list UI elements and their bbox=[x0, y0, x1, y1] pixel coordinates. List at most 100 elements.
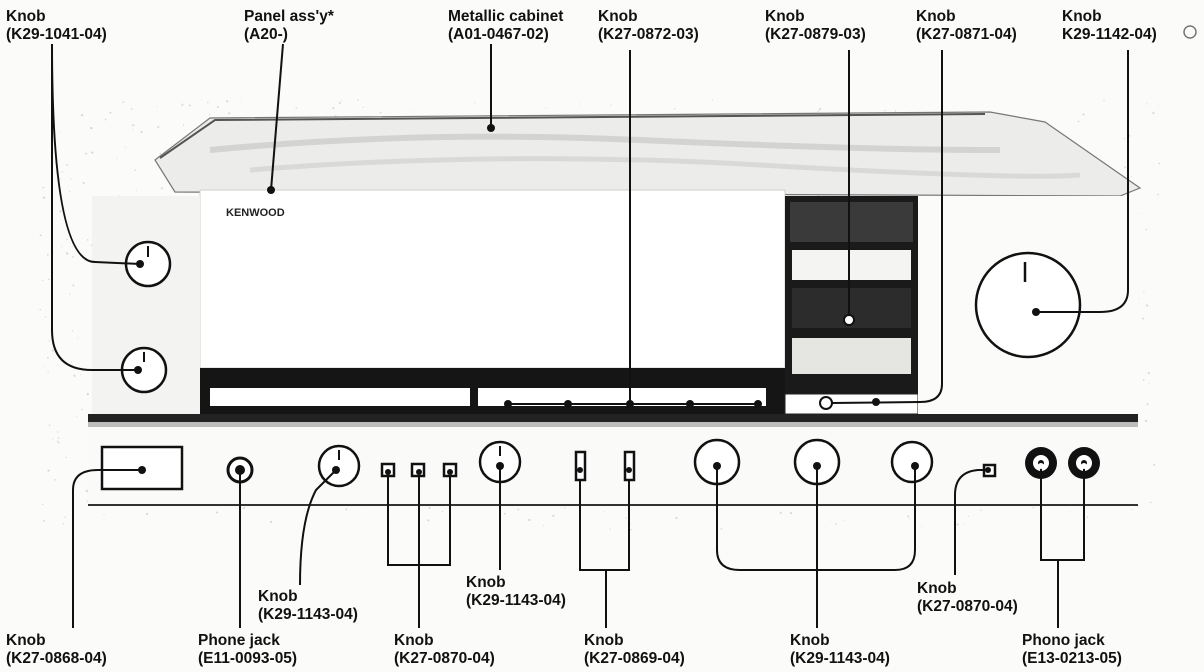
speckle-dot bbox=[884, 109, 886, 112]
speckle-dot bbox=[610, 524, 611, 526]
speckle-dot bbox=[70, 178, 72, 180]
speckle-dot bbox=[1032, 506, 1035, 509]
speckle-dot bbox=[1152, 112, 1155, 115]
speckle-dot bbox=[1069, 511, 1071, 513]
speckle-dot bbox=[134, 169, 136, 171]
speckle-dot bbox=[1146, 103, 1148, 105]
speckle-dot bbox=[103, 514, 105, 516]
speckle-dot bbox=[72, 284, 75, 287]
speckle-dot bbox=[159, 152, 162, 155]
speckle-dot bbox=[1157, 193, 1159, 196]
speckle-dot bbox=[73, 374, 76, 377]
speckle-dot bbox=[441, 511, 444, 513]
speckle-dot bbox=[1123, 137, 1126, 140]
speckle-dot bbox=[85, 489, 88, 493]
speckle-dot bbox=[1144, 419, 1148, 423]
speckle-dot bbox=[1145, 228, 1148, 231]
speckle-dot bbox=[71, 330, 74, 332]
callout-knob-power: Knob (K27-0868-04) bbox=[6, 632, 107, 668]
speckle-dot bbox=[86, 239, 89, 241]
speckle-dot bbox=[181, 103, 184, 106]
speckle-dot bbox=[47, 371, 49, 373]
callout-part: (K29-1143-04) bbox=[466, 592, 566, 609]
speckle-dot bbox=[1132, 509, 1133, 511]
speckle-dot bbox=[57, 437, 60, 439]
speckle-dot bbox=[625, 517, 627, 519]
speckle-dot bbox=[91, 151, 94, 154]
speckle-dot bbox=[1147, 372, 1150, 375]
speckle-dot bbox=[1148, 382, 1150, 384]
speckle-dot bbox=[132, 124, 135, 127]
speckle-dot bbox=[603, 510, 605, 513]
speckle-dot bbox=[52, 438, 54, 440]
speckle-dot bbox=[59, 210, 62, 213]
speckle-dot bbox=[116, 158, 118, 160]
front-panel bbox=[88, 189, 1138, 507]
speckle-dot bbox=[65, 456, 67, 459]
volume-knob-3c bbox=[890, 440, 934, 484]
callout-part: (K29-1041-04) bbox=[6, 26, 107, 43]
speckle-dot bbox=[545, 107, 547, 109]
speckle-dot bbox=[80, 114, 84, 117]
speckle-dot bbox=[1141, 213, 1143, 215]
callout-knob-buttons-2: Knob (K27-0869-04) bbox=[584, 632, 685, 668]
callout-knob-volume-3: Knob (K29-1143-04) bbox=[790, 632, 890, 668]
speckle-dot bbox=[76, 415, 78, 418]
speckle-dot bbox=[46, 253, 49, 256]
speckle-dot bbox=[85, 152, 88, 155]
speckle-dot bbox=[146, 512, 149, 515]
callout-name: Knob bbox=[6, 8, 46, 25]
callout-name: Knob bbox=[394, 632, 434, 649]
speckle-dot bbox=[72, 255, 74, 258]
speckle-dot bbox=[1103, 100, 1105, 102]
speckle-dot bbox=[1158, 162, 1161, 165]
speckle-dot bbox=[81, 408, 83, 411]
speckle-dot bbox=[1143, 291, 1145, 293]
callout-knob-button-right: Knob (K27-0870-04) bbox=[917, 580, 1018, 616]
speckle-dot bbox=[57, 441, 60, 444]
speckle-dot bbox=[675, 516, 678, 519]
speckle-dot bbox=[80, 374, 81, 376]
speckle-dot bbox=[209, 113, 211, 116]
speckle-dot bbox=[59, 177, 61, 180]
speckle-dot bbox=[86, 392, 89, 396]
callout-cabinet: Metallic cabinet (A01-0467-02) bbox=[448, 8, 563, 44]
speckle-dot bbox=[609, 528, 611, 530]
callout-knob-left-upper: Knob (K29-1041-04) bbox=[6, 8, 107, 44]
speckle-dot bbox=[720, 528, 723, 530]
speckle-dot bbox=[379, 111, 382, 114]
speckle-dot bbox=[39, 234, 42, 237]
speckle-dot bbox=[552, 514, 555, 517]
speckle-dot bbox=[124, 146, 126, 148]
callout-phone-jack: Phone jack (E11-0093-05) bbox=[198, 632, 297, 668]
speckle-dot bbox=[47, 356, 49, 359]
speckle-dot bbox=[963, 522, 965, 524]
speckle-dot bbox=[357, 99, 359, 101]
callout-name: Phone jack bbox=[198, 632, 280, 649]
speckle-dot bbox=[130, 108, 133, 110]
speckle-dot bbox=[207, 101, 209, 104]
callout-name: Knob bbox=[598, 8, 638, 25]
callout-knob-small-right: Knob (K27-0871-04) bbox=[916, 8, 1017, 44]
speckle-dot bbox=[830, 520, 831, 522]
speckle-dot bbox=[44, 316, 47, 318]
speckle-dot bbox=[86, 500, 89, 502]
leader-dots bbox=[134, 124, 1087, 475]
speckle-dot bbox=[66, 238, 68, 240]
speckle-dot bbox=[610, 104, 612, 106]
speckle-dot bbox=[242, 506, 246, 510]
callout-name: Knob bbox=[6, 632, 46, 649]
speckle-dot bbox=[968, 515, 970, 518]
speckle-dot bbox=[240, 100, 242, 102]
speckle-dot bbox=[1142, 379, 1145, 381]
speckle-dot bbox=[216, 105, 219, 109]
metallic-cabinet bbox=[154, 111, 1142, 197]
speckle-dot bbox=[90, 126, 93, 130]
callout-name: Knob bbox=[466, 574, 506, 591]
callout-name: Panel ass'y* bbox=[244, 8, 334, 25]
callout-part: (E11-0093-05) bbox=[198, 650, 298, 667]
speckle-dot bbox=[345, 508, 348, 511]
callout-name: Knob bbox=[584, 632, 624, 649]
speckle-dot bbox=[428, 506, 431, 509]
